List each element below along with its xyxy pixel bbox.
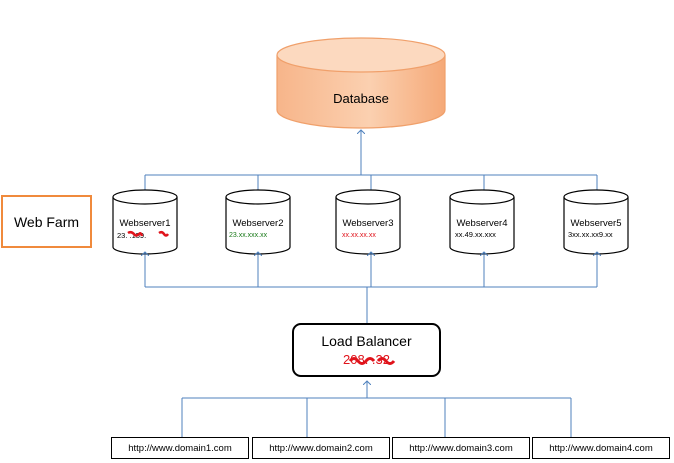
redaction-scribble [158,230,170,237]
webserver-1-name: Webserver1 [119,218,170,229]
webserver-1: Webserver1 23. .159. [112,189,178,255]
load-balancer-title: Load Balancer [321,333,412,349]
domain-box-3: http://www.domain3.com [392,437,530,459]
domain-3-url: http://www.domain3.com [409,442,513,454]
webserver-2-ip: 23.xx.xxx.xx [229,232,268,239]
webserver-4-ip: xx.49.xx.xxx [455,230,496,239]
domain-box-4: http://www.domain4.com [532,437,670,459]
redaction-scribble [348,357,396,365]
webserver-3: Webserver3 xx.xx.xx.xx [335,189,401,255]
webserver-3-name: Webserver3 [342,218,393,229]
webserver-5-ip: 3xx.xx.xx9.xx [568,230,613,239]
webserver-5-name: Webserver5 [570,218,621,229]
webserver-5: Webserver5 3xx.xx.xx9.xx [563,189,629,255]
web-farm-label: Web Farm [13,213,80,230]
domain-box-2: http://www.domain2.com [252,437,390,459]
database-label: Database [333,91,389,106]
webserver-2-name: Webserver2 [232,218,283,229]
webserver-3-ip: xx.xx.xx.xx [342,232,376,239]
domain-1-url: http://www.domain1.com [128,442,232,454]
webserver-1-ip: 23. .159. [117,231,146,240]
domain-2-url: http://www.domain2.com [269,442,373,454]
domain-box-1: http://www.domain1.com [111,437,249,459]
webserver-4: Webserver4 xx.49.xx.xxx [449,189,515,255]
web-farm-label-box: Web Farm [1,195,92,248]
domain-4-url: http://www.domain4.com [549,442,653,454]
domain-to-lb-connectors [182,381,571,437]
database-cylinder: Database [276,37,446,129]
redaction-scribble [127,230,144,237]
load-balancer-box: Load Balancer 208. .32 [292,323,441,377]
server-to-database-connectors [145,130,597,193]
lb-to-server-connectors [145,252,597,323]
webserver-2: Webserver2 23.xx.xxx.xx [225,189,291,255]
webserver-4-name: Webserver4 [456,218,507,229]
